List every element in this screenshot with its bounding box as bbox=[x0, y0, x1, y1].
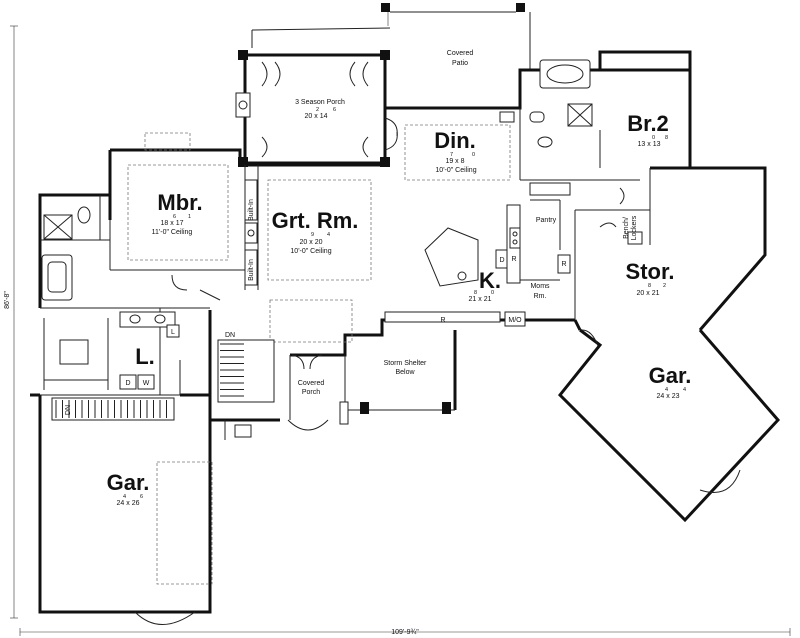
bath-l-label: L bbox=[171, 329, 175, 336]
great-room-dims: 20 x 20 bbox=[300, 239, 323, 246]
mo-label: M/O bbox=[508, 317, 522, 324]
season-porch-label: 3 Season Porch bbox=[295, 99, 345, 106]
fixture-labels: Built-In Built-In DN DN D R R R L D W bbox=[65, 199, 567, 415]
covered-patio-label-1: Covered bbox=[447, 50, 474, 57]
overall-depth-label: 86'-8" bbox=[4, 291, 11, 309]
moms-r-label: R bbox=[561, 261, 566, 268]
season-porch-sup-b: 6 bbox=[333, 107, 336, 113]
storage-sup-b: 2 bbox=[663, 283, 666, 289]
moms-room-label-2: Rm. bbox=[534, 293, 547, 300]
master-sup-b: 1 bbox=[188, 214, 191, 220]
kitchen-r-label: R bbox=[511, 256, 516, 263]
overall-width-label: 109'-9¾" bbox=[391, 629, 419, 636]
laundry-d-label: D bbox=[125, 380, 130, 387]
garage-right-sup-b: 4 bbox=[683, 387, 686, 393]
dining-label: Din. bbox=[434, 128, 476, 153]
master-dims: 18 x 17 bbox=[161, 220, 184, 227]
great-room-sup-a: 9 bbox=[311, 232, 314, 238]
bedroom2-dims: 13 x 13 bbox=[638, 141, 661, 148]
storage-label: Stor. bbox=[626, 259, 675, 284]
dn-top-label: DN bbox=[225, 332, 235, 339]
built-in-top-label: Built-In bbox=[248, 199, 255, 221]
dn-left-label: DN bbox=[65, 405, 72, 415]
covered-porch-label-1: Covered bbox=[298, 380, 325, 387]
pantry-label: Pantry bbox=[536, 217, 557, 224]
season-porch-sup-a: 2 bbox=[316, 107, 319, 113]
covered-porch-label-2: Porch bbox=[302, 389, 320, 396]
garage-left-label: Gar. bbox=[107, 470, 150, 495]
ceiling-outlines bbox=[127, 124, 511, 585]
garage-left-sup-a: 4 bbox=[123, 494, 126, 500]
moms-room-label-1: Moms bbox=[530, 283, 550, 290]
dining-ceiling: 10'-0" Ceiling bbox=[435, 167, 476, 174]
kitchen-label: K. bbox=[479, 268, 501, 293]
master-label: Mbr. bbox=[157, 190, 202, 215]
great-room-label: Grt. Rm. bbox=[272, 208, 359, 233]
great-room-sup-b: 4 bbox=[327, 232, 330, 238]
garage-right-sup-a: 4 bbox=[665, 387, 668, 393]
bench-lockers-label-2: Lockers bbox=[631, 215, 638, 240]
kitchen-dims: 21 x 21 bbox=[469, 296, 492, 303]
windows-doors bbox=[134, 61, 741, 625]
bench-lockers-label-1: Bench/ bbox=[623, 217, 630, 239]
bedroom2-sup-a: 0 bbox=[652, 135, 655, 141]
garage-right-dims: 24 x 23 bbox=[657, 393, 680, 400]
laundry-w-label: W bbox=[143, 380, 150, 387]
master-sup-a: 6 bbox=[173, 214, 176, 220]
stairs bbox=[51, 339, 275, 421]
dining-dims: 19 x 8 bbox=[445, 158, 464, 165]
laundry-label: L. bbox=[135, 344, 155, 369]
storm-shelter-label-2: Below bbox=[395, 369, 415, 376]
room-labels: Covered Patio 3 Season Porch 2 6 20 x 14… bbox=[107, 50, 692, 507]
season-porch-dims: 20 x 14 bbox=[305, 113, 328, 120]
covered-patio bbox=[251, 3, 531, 70]
kitchen-d-label: D bbox=[499, 257, 504, 264]
great-room-ceiling: 10'-0" Ceiling bbox=[290, 248, 331, 255]
storage-sup-a: 8 bbox=[648, 283, 651, 289]
covered-patio-label-2: Patio bbox=[452, 60, 468, 67]
built-in-bottom-label: Built-In bbox=[248, 259, 255, 281]
bedroom2-sup-b: 8 bbox=[665, 135, 668, 141]
bedroom2-label: Br.2 bbox=[627, 111, 669, 136]
master-ceiling: 11'-0" Ceiling bbox=[152, 229, 193, 236]
garage-left-dims: 24 x 26 bbox=[117, 500, 140, 507]
dining-sup-a: 7 bbox=[450, 152, 453, 158]
storm-shelter-label-1: Storm Shelter bbox=[384, 360, 427, 367]
kitchen-sup-b: 0 bbox=[491, 290, 494, 296]
storage-dims: 20 x 21 bbox=[637, 290, 660, 297]
garage-right-label: Gar. bbox=[649, 363, 692, 388]
dining-sup-b: 0 bbox=[472, 152, 475, 158]
counter-r-label: R bbox=[440, 317, 445, 324]
kitchen-sup-a: 8 bbox=[474, 290, 477, 296]
fixtures bbox=[41, 59, 643, 425]
garage-left-sup-b: 6 bbox=[140, 494, 143, 500]
